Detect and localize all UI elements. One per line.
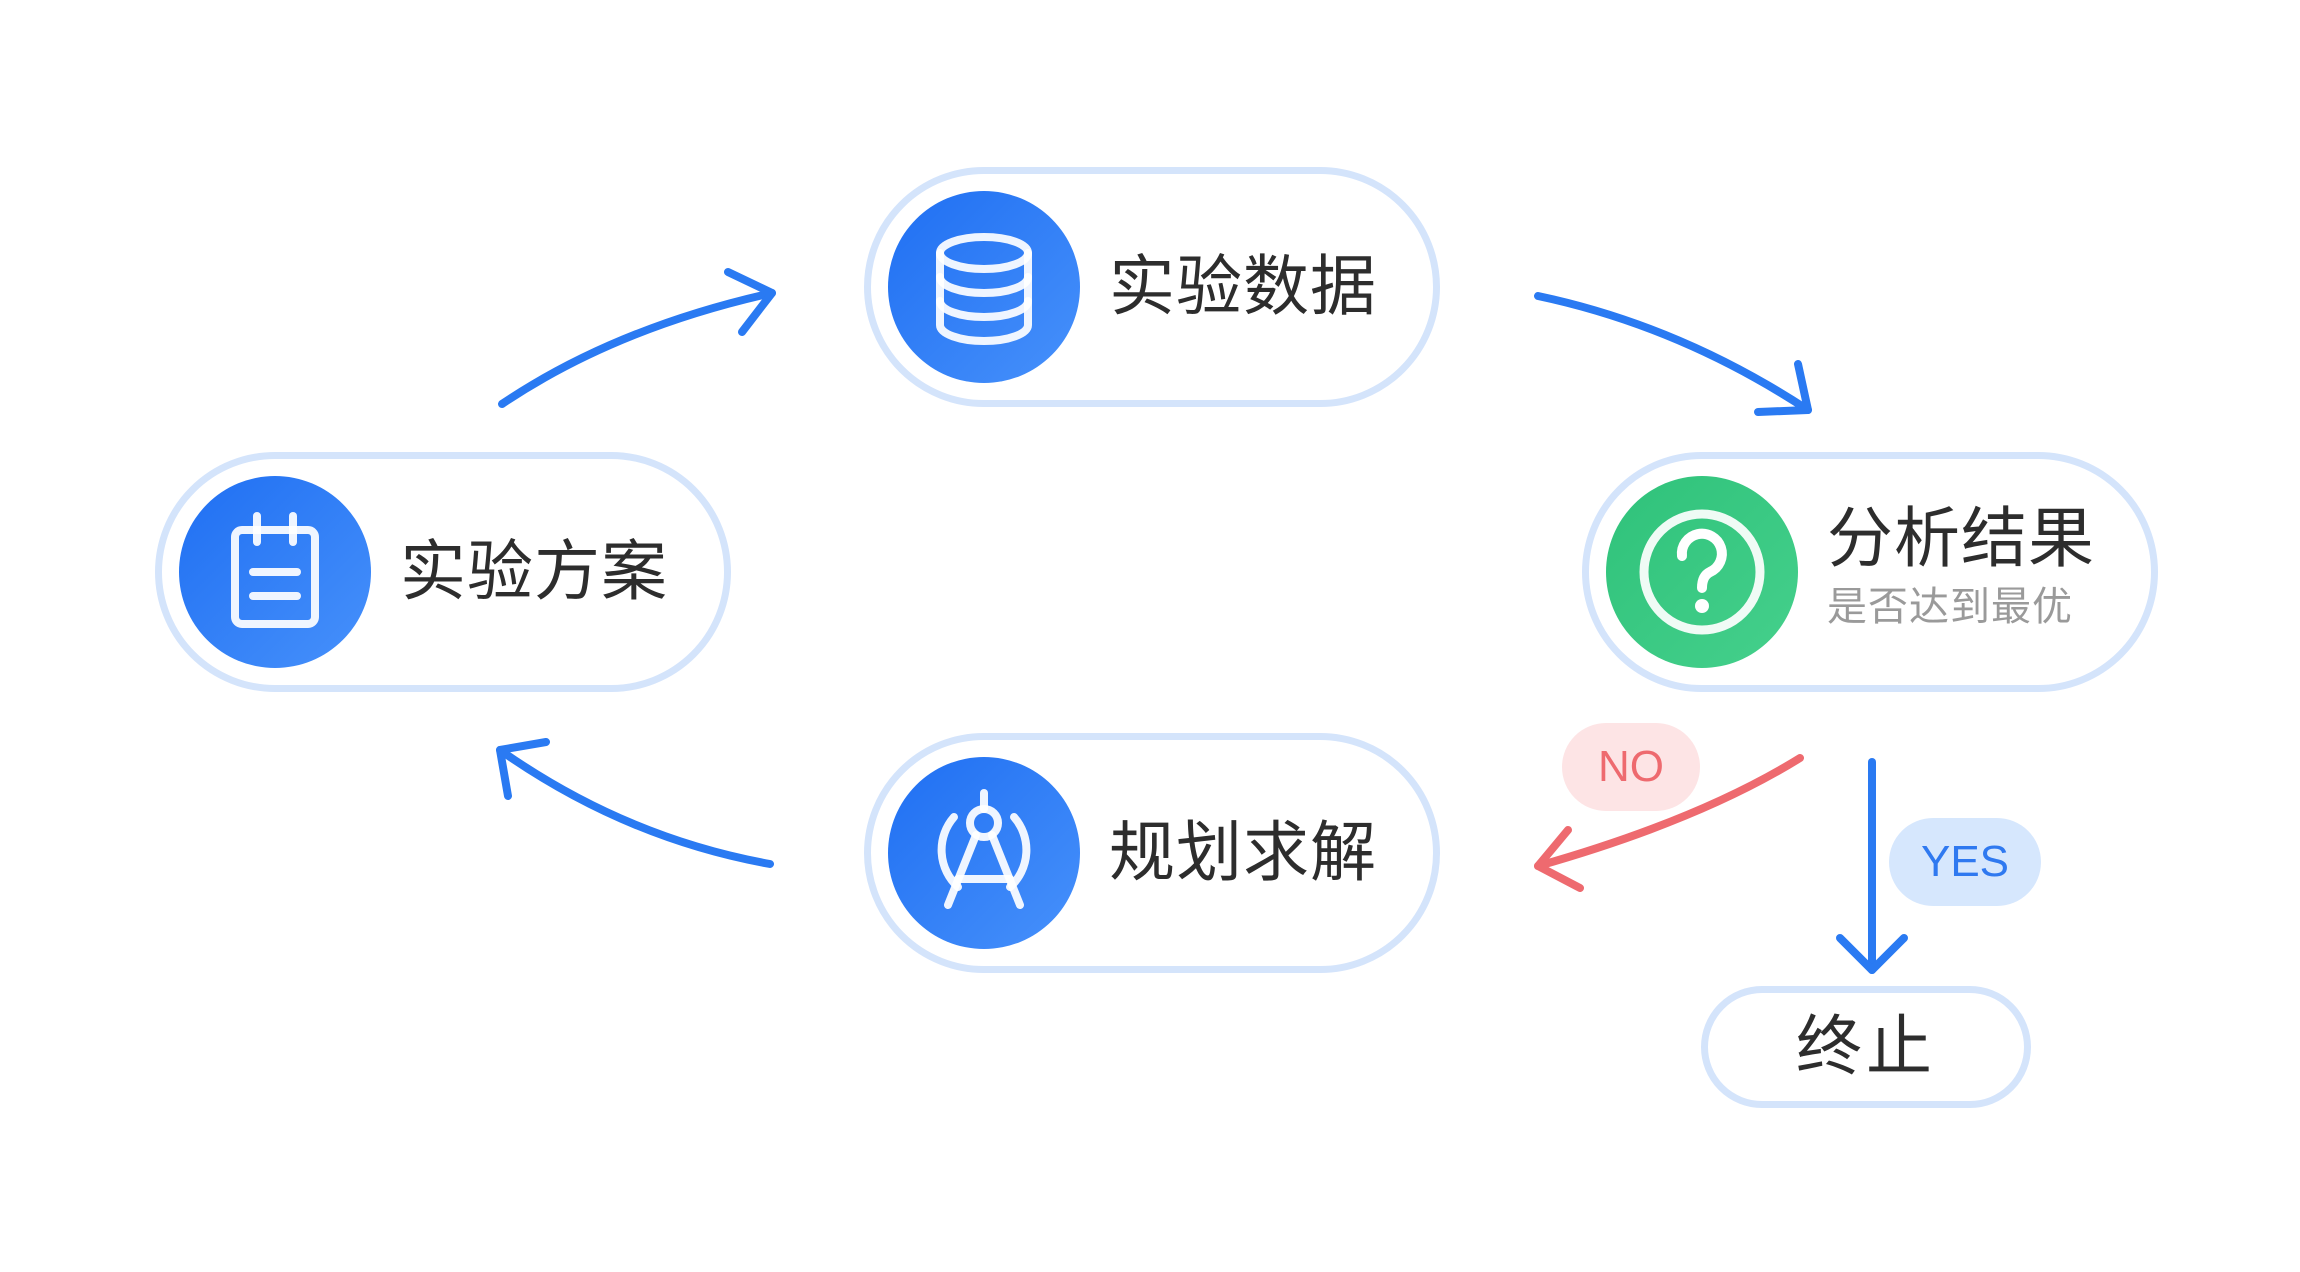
node-sublabel: 是否达到最优	[1827, 584, 2073, 630]
node-experiment-plan: 实验方案	[155, 452, 731, 692]
node-label: 实验方案	[400, 533, 668, 610]
node-planning-solve: 规划求解	[864, 733, 1440, 973]
node-label: 实验数据	[1109, 248, 1377, 325]
database-icon	[888, 191, 1080, 383]
arrowhead-plan-to-data	[724, 268, 776, 336]
yes-badge: YES	[1889, 818, 2041, 906]
node-analyze-results: 分析结果 是否达到最优	[1582, 452, 2158, 692]
arrow-solve-to-plan	[496, 746, 774, 868]
arrowhead-data-to-analyze	[1754, 360, 1812, 416]
arrowhead-no-to-solve	[1534, 826, 1584, 892]
arrowhead-yes-to-terminal	[1836, 934, 1908, 974]
node-experiment-data: 实验数据	[864, 167, 1440, 407]
arrow-data-to-analyze	[1534, 292, 1812, 414]
arrow-no-to-solve	[1534, 754, 1804, 870]
no-badge: NO	[1562, 723, 1700, 811]
compass-icon	[888, 757, 1080, 949]
arrow-plan-to-data	[498, 289, 776, 408]
notepad-icon	[179, 476, 371, 668]
node-terminate: 终止	[1701, 986, 2031, 1108]
arrowhead-solve-to-plan	[496, 738, 550, 800]
terminal-label: 终止	[1796, 1008, 1936, 1085]
node-label: 规划求解	[1109, 814, 1377, 891]
question-icon	[1606, 476, 1798, 668]
node-label: 分析结果	[1827, 500, 2095, 577]
